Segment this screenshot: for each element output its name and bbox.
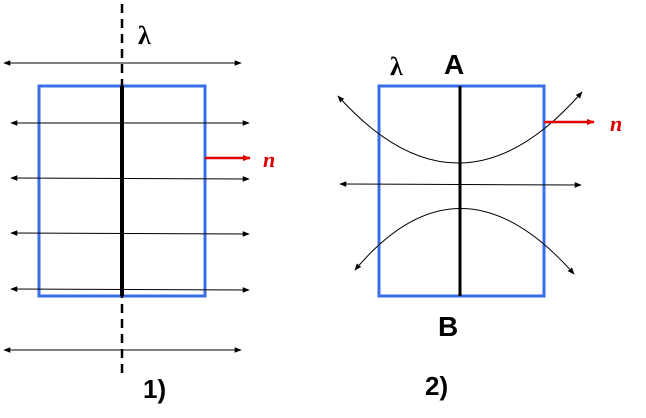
curved-line-top bbox=[337, 91, 583, 164]
panel-1: λ n 1) bbox=[3, 4, 275, 404]
normal-label-2: n bbox=[610, 111, 622, 136]
caption-1: 1) bbox=[143, 374, 166, 404]
point-a-label: A bbox=[444, 49, 464, 80]
normal-label-1: n bbox=[263, 147, 275, 172]
caption-2: 2) bbox=[425, 371, 448, 401]
curved-line-bottom bbox=[354, 208, 575, 275]
straight-line-middle bbox=[339, 181, 582, 188]
field-line-1-4 bbox=[10, 230, 250, 237]
panel-2: λ A n B 2) bbox=[337, 49, 622, 401]
lambda-label-1: λ bbox=[138, 21, 151, 50]
field-line-1-5 bbox=[10, 286, 250, 293]
lambda-label-2: λ bbox=[390, 52, 403, 81]
point-b-label: B bbox=[438, 311, 458, 342]
field-line-1-3 bbox=[10, 175, 250, 182]
